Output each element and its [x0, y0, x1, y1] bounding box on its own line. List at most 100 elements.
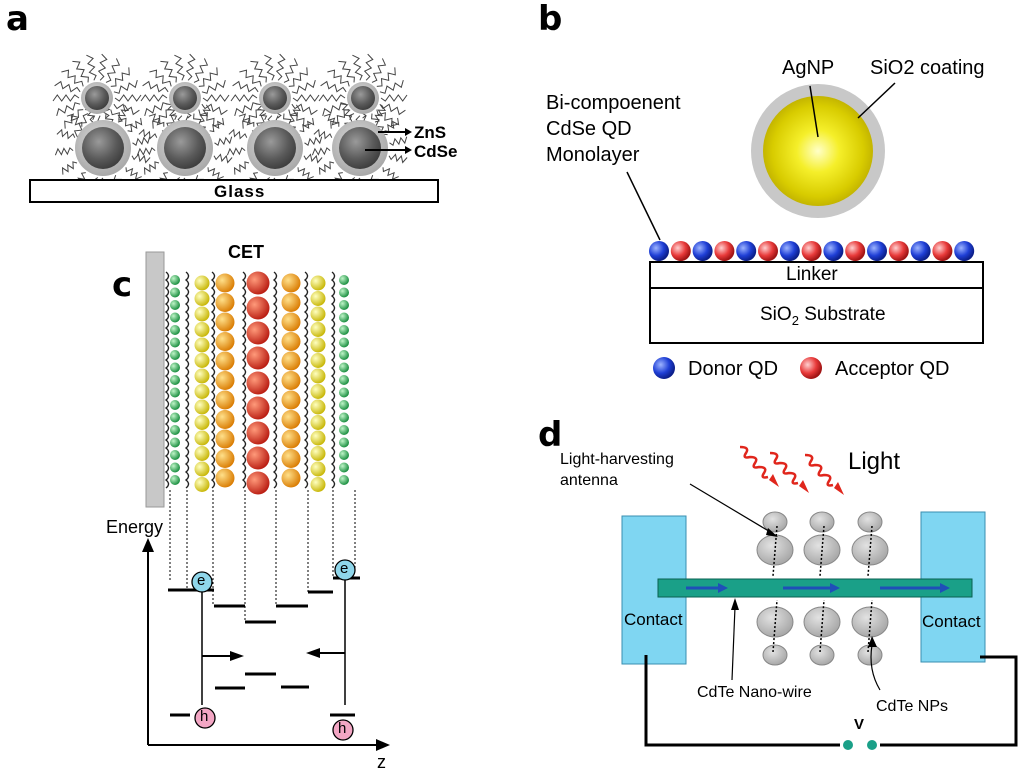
- contact-left-label: Contact: [624, 610, 683, 629]
- ligand-chain: [113, 79, 138, 94]
- circuit-wire-right: [880, 655, 1018, 747]
- green-qd: [170, 337, 180, 348]
- ligand-chain: [363, 53, 374, 81]
- ligand-chain: [228, 128, 248, 140]
- cdte-np-small: [809, 644, 835, 666]
- ligand-chain: [388, 153, 408, 164]
- ligand-chain: [105, 58, 121, 83]
- sio2-substrate-label-sub: 2: [791, 312, 799, 328]
- ligand-chain: [148, 113, 165, 127]
- green-qd: [339, 450, 349, 460]
- ligand-chain: [330, 271, 336, 489]
- red-qd: [246, 371, 270, 395]
- qd-core-bottom: [254, 127, 296, 169]
- panel-b-diagram: [626, 82, 984, 379]
- orange-qd: [215, 273, 235, 293]
- ligand-chain: [322, 102, 347, 117]
- nanowire-label: CdTe Nano-wire: [697, 684, 812, 701]
- ligand-chain: [131, 153, 151, 164]
- cet-substrate-wall: [145, 251, 165, 508]
- orange-qd: [281, 273, 301, 293]
- panel-c-diagram: [142, 251, 390, 751]
- green-qd: [339, 462, 349, 473]
- ligand-chain: [136, 147, 156, 156]
- green-qd: [339, 350, 349, 360]
- ligand-chain: [272, 271, 278, 489]
- light-wave: [769, 451, 799, 485]
- orange-qd: [215, 312, 235, 332]
- ligand-chain: [201, 103, 228, 116]
- qd-core-bottom: [164, 127, 206, 169]
- yellow-qd: [194, 415, 210, 430]
- yellow-qd: [194, 399, 210, 415]
- antenna-label-line-2: antenna: [560, 472, 618, 489]
- qd-core-bottom: [82, 127, 124, 169]
- linker-label: Linker: [786, 264, 838, 285]
- terminal-left: [843, 740, 853, 750]
- ligand-chain: [352, 54, 363, 81]
- yellow-qd: [310, 399, 326, 415]
- yellow-qd: [194, 291, 210, 306]
- orange-qd: [281, 312, 301, 332]
- ligand-chain: [142, 80, 169, 93]
- ligand-chain: [380, 94, 408, 102]
- ligand-chain: [114, 94, 142, 102]
- ligand-chain: [264, 54, 275, 81]
- red-qd: [246, 421, 270, 445]
- ligand-chain: [288, 67, 308, 87]
- ligand-chain: [304, 136, 323, 147]
- electron-left: [191, 571, 213, 593]
- ligand-chain: [230, 94, 258, 102]
- qd-core-top: [351, 86, 375, 110]
- sio2-coating-label: SiO2 coating: [870, 57, 985, 79]
- electron-flow-arrowhead: [718, 583, 728, 593]
- monolayer-label-line-3: Monolayer: [546, 144, 640, 166]
- green-qd: [339, 275, 349, 285]
- acceptor-qd: [888, 241, 909, 261]
- green-qd: [339, 475, 349, 485]
- donor-qd: [867, 241, 887, 261]
- ligand-chain: [184, 271, 190, 489]
- green-qd: [170, 287, 180, 298]
- energy-transfer-path: [867, 525, 873, 577]
- ligand-chain: [313, 128, 333, 140]
- ligand-chain: [374, 104, 387, 123]
- ligand-chain: [201, 79, 226, 94]
- green-qd: [170, 437, 180, 448]
- yellow-qd: [194, 337, 210, 353]
- cdte-np-large: [756, 606, 794, 638]
- acceptor-qd: [670, 241, 691, 261]
- sio2-substrate-label-main: SiO: [760, 304, 792, 325]
- panel-a-diagram: [29, 53, 439, 203]
- green-qd: [339, 412, 349, 423]
- ligand-chain: [275, 53, 286, 81]
- cdte-np-large: [851, 606, 889, 638]
- donor-qd: [779, 241, 800, 261]
- cdte-np-small: [857, 511, 883, 533]
- yellow-qd: [194, 275, 210, 291]
- ligand-chain: [66, 113, 83, 127]
- energy-transfer-path: [772, 599, 778, 653]
- electron-flow-arrowhead: [830, 583, 840, 593]
- energy-transfer-path: [772, 525, 778, 577]
- green-qd: [170, 325, 180, 335]
- ligand-chain: [117, 104, 130, 123]
- donor-qd: [823, 241, 844, 261]
- acceptor-qd: [714, 241, 735, 261]
- electron-flow-arrowhead: [940, 583, 950, 593]
- yellow-qd: [310, 446, 326, 461]
- panel-letter-b: b: [538, 0, 563, 39]
- ligand-chain: [52, 94, 80, 102]
- orange-qd: [281, 351, 301, 371]
- green-qd: [170, 425, 180, 435]
- glass-substrate: [29, 179, 439, 203]
- ligand-chain: [292, 94, 320, 102]
- orange-qd: [281, 410, 301, 429]
- qd-core-top: [85, 86, 109, 110]
- yellow-qd: [310, 430, 326, 446]
- ligand-chain: [149, 69, 172, 87]
- circuit-wire-left: [644, 655, 840, 747]
- cdte-np-small: [809, 511, 835, 533]
- red-qd: [246, 471, 270, 495]
- ligand-chain: [64, 109, 84, 129]
